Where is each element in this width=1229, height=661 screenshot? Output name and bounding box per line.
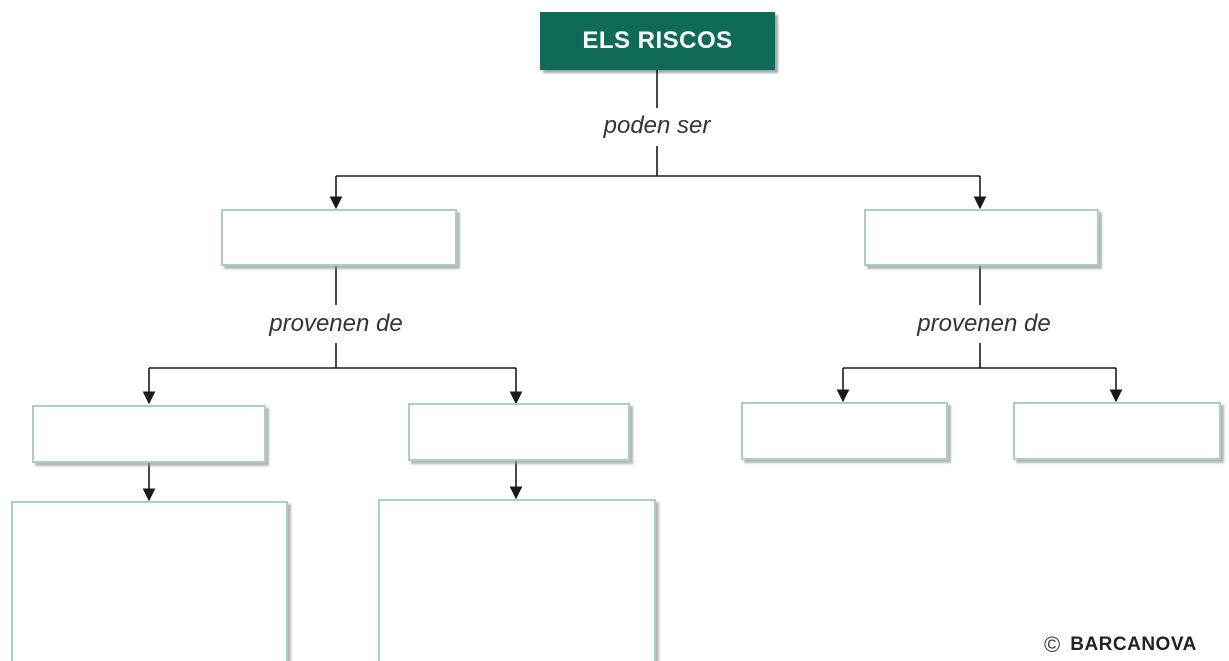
root-node-label: ELS RISCOS — [582, 27, 733, 54]
level2-left-a-box[interactable] — [32, 405, 266, 463]
root-node: ELS RISCOS — [540, 12, 775, 70]
level3-left-a-box[interactable] — [11, 501, 288, 661]
link-label-poden-ser: poden ser — [599, 112, 715, 140]
publisher-logo: BARCANOVA — [1070, 634, 1197, 655]
level1-left-box[interactable] — [221, 209, 457, 266]
copyright-notice: © BARCANOVA — [1044, 632, 1197, 658]
link-label-provenen-de-left: provenen de — [265, 310, 407, 338]
level2-right-a-box[interactable] — [741, 402, 948, 460]
level1-right-box[interactable] — [864, 209, 1099, 266]
level2-right-b-box[interactable] — [1013, 402, 1221, 460]
level3-left-b-box[interactable] — [378, 499, 656, 661]
level2-left-b-box[interactable] — [408, 403, 630, 461]
copyright-symbol: © — [1044, 632, 1061, 657]
link-label-provenen-de-right: provenen de — [913, 310, 1055, 338]
